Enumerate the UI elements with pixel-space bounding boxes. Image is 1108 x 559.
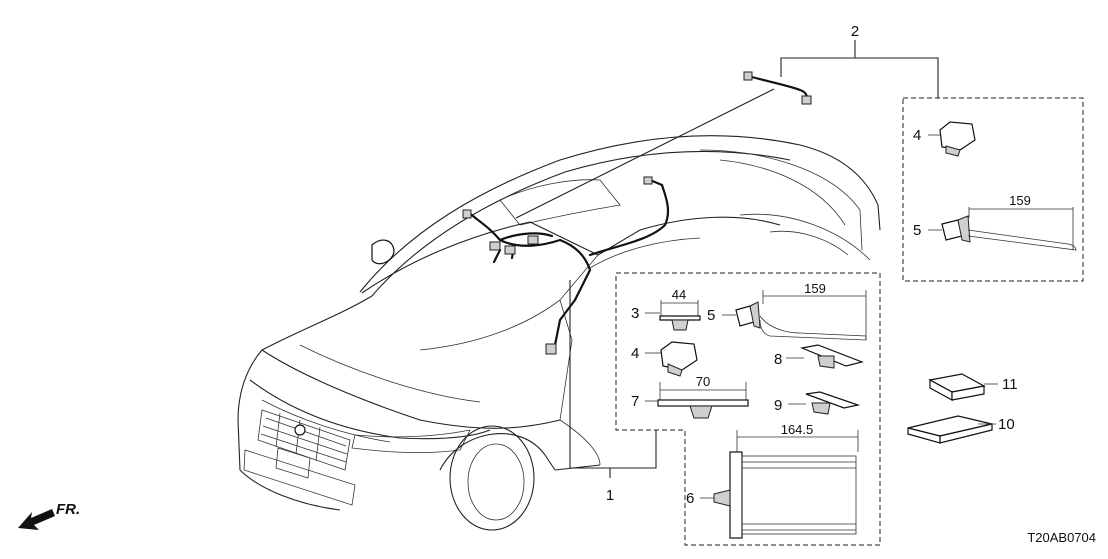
callout-6: 6 xyxy=(686,490,694,507)
antenna-clip-5-icon xyxy=(722,290,867,341)
dim-159-box: 159 xyxy=(804,281,826,296)
clip-3-icon xyxy=(645,300,701,331)
clip-8-icon xyxy=(786,344,864,369)
callout-1: 1 xyxy=(606,487,614,504)
dim-70: 70 xyxy=(696,374,710,389)
dim-159-top: 159 xyxy=(1009,193,1031,208)
callout-4: 4 xyxy=(631,345,639,362)
callout-3: 3 xyxy=(631,305,639,322)
roof-harness xyxy=(462,176,670,355)
car-illustration xyxy=(237,135,881,531)
clip-4-top-icon xyxy=(928,121,976,157)
callout-8: 8 xyxy=(774,351,782,368)
callout-5-top: 5 xyxy=(913,222,921,239)
callout-11: 11 xyxy=(1002,376,1018,393)
clip-7-icon xyxy=(645,382,749,419)
callout-10: 10 xyxy=(998,416,1015,433)
callout-2-group xyxy=(780,40,1084,282)
harness-part-2 xyxy=(743,71,812,105)
leader-part-2 xyxy=(515,88,775,219)
callout-5: 5 xyxy=(707,307,715,324)
clip-9-icon xyxy=(788,391,861,415)
front-label: FR. xyxy=(56,501,80,518)
dim-44: 44 xyxy=(672,287,686,302)
antenna-clip-5-top-icon xyxy=(928,207,1077,251)
antenna-6-icon xyxy=(700,430,859,539)
callout-2: 2 xyxy=(851,23,859,40)
catalog-code: T20AB0704 xyxy=(1027,530,1096,545)
callout-9: 9 xyxy=(774,397,782,414)
pad-11-icon xyxy=(928,373,998,402)
callout-4-top: 4 xyxy=(913,127,921,144)
callout-1-group xyxy=(569,272,881,546)
callout-7: 7 xyxy=(631,393,639,410)
pad-10-icon xyxy=(907,415,996,444)
clip-4-icon xyxy=(645,341,698,377)
front-arrow-icon xyxy=(18,509,55,530)
dim-164-5: 164.5 xyxy=(781,422,814,437)
